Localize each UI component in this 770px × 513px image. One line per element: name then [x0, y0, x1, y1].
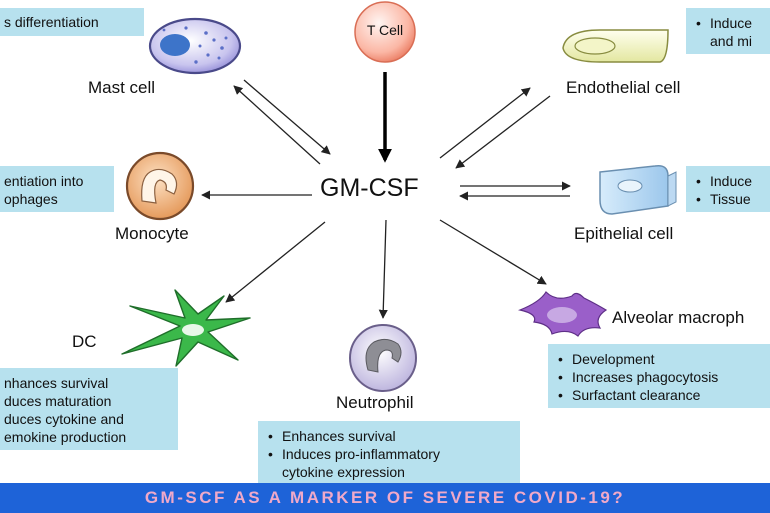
monocyte-icon [125, 151, 195, 221]
gm-csf-label: GM-CSF [320, 174, 419, 202]
arrow-endothelial-to-gmcsf [455, 95, 551, 169]
monocyte-label: Monocyte [115, 224, 189, 243]
alveolar-info-line: Development [558, 350, 760, 368]
t-cell-label: T Cell [366, 22, 404, 38]
epithelial-info-line: Induce [696, 172, 760, 190]
mast-info-box: s differentiation [0, 8, 144, 36]
alveolar-macrophage-label: Alveolar macroph [612, 308, 745, 327]
dc-info-box: nhances survival duces maturation duces … [0, 368, 178, 450]
dc-info-line: nhances survival [4, 375, 109, 391]
epithelial-info-line: Tissue [696, 190, 760, 208]
mast-cell-label: Mast cell [88, 78, 156, 97]
dc-label: DC [72, 332, 97, 351]
neutrophil-info-box: Enhances survival Induces pro-inflammato… [258, 421, 520, 483]
banner-title: GM-SCF AS A MARKER OF SEVERE COVID-19? [144, 488, 626, 507]
endothelial-info-line: Induce [696, 14, 760, 32]
monocyte-info-line: ophages [4, 191, 58, 207]
arrow-gmcsf-to-alveolar [439, 219, 547, 285]
arrow-mast-to-gmcsf [243, 79, 331, 155]
neutrophil-icon [349, 324, 417, 392]
mast-info-line: s differentiation [4, 14, 99, 30]
neutrophil-info-line: cytokine expression [282, 464, 405, 480]
arrow-gmcsf-to-endothelial [439, 87, 531, 159]
dc-info-line: duces maturation [4, 393, 112, 409]
t-cell-icon [354, 1, 416, 63]
monocyte-info-line: entiation into [4, 173, 84, 189]
endothelial-cell-label: Endothelial cell [566, 78, 681, 97]
alveolar-info-box: Development Increases phagocytosis Surfa… [548, 344, 770, 408]
title-banner: GM-SCF AS A MARKER OF SEVERE COVID-19? [0, 483, 770, 513]
arrow-gmcsf-to-dc [225, 221, 326, 303]
monocyte-info-box: entiation into ophages [0, 166, 114, 212]
alveolar-info-line: Increases phagocytosis [558, 368, 760, 386]
neutrophil-info-line: Induces pro-inflammatory [268, 445, 510, 463]
neutrophil-info-line: Enhances survival [268, 427, 510, 445]
neutrophil-label: Neutrophil [336, 393, 414, 412]
endothelial-cell-icon [562, 29, 669, 63]
epithelial-cell-label: Epithelial cell [574, 224, 674, 243]
arrows [201, 72, 571, 319]
mast-cell-icon [148, 17, 242, 75]
epithelial-cell-icon [599, 164, 677, 215]
alveolar-macrophage-icon [517, 291, 608, 337]
dc-icon [121, 289, 251, 367]
alveolar-info-line: Surfactant clearance [558, 386, 760, 404]
dc-info-line: duces cytokine and [4, 411, 124, 427]
endothelial-info-line: and mi [710, 33, 753, 49]
arrow-gmcsf-to-neutrophil [378, 219, 388, 319]
arrow-gmcsf-to-mast [233, 85, 321, 165]
endothelial-info-box: Induce and mi [686, 8, 770, 54]
dc-info-line: emokine production [4, 429, 127, 445]
epithelial-info-box: Induce Tissue [686, 166, 770, 212]
